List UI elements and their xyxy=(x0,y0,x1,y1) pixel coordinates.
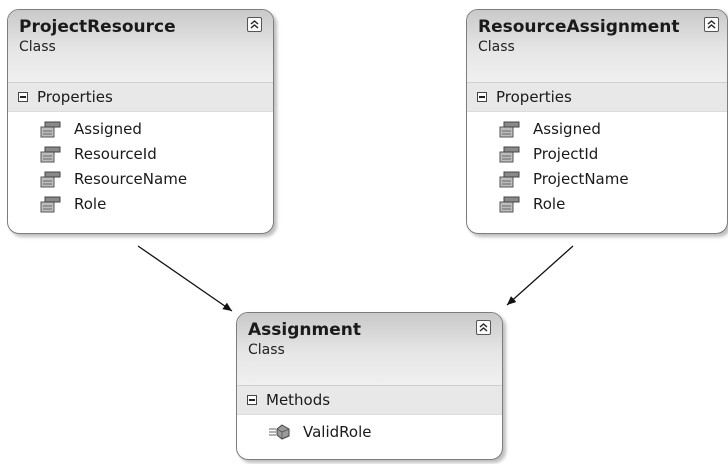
class-projectresource[interactable]: ProjectResource Class Properties Assigne… xyxy=(7,9,274,234)
section-label: Methods xyxy=(266,391,331,409)
class-assignment[interactable]: Assignment Class Methods ValidRole xyxy=(236,312,503,460)
arrow-projectresource-to-assignment xyxy=(137,245,233,312)
member-assigned[interactable]: Assigned xyxy=(8,116,273,141)
member-resourceid[interactable]: ResourceId xyxy=(8,141,273,166)
member-list: ValidRole xyxy=(237,415,502,444)
property-icon xyxy=(499,196,520,212)
member-label: Assigned xyxy=(533,119,601,138)
section-toggle-methods[interactable]: Methods xyxy=(237,385,502,415)
property-icon xyxy=(499,171,520,187)
member-projectid[interactable]: ProjectId xyxy=(467,141,727,166)
member-label: Role xyxy=(533,194,566,213)
class-header: ResourceAssignment Class xyxy=(467,10,727,82)
collapse-minus-icon[interactable] xyxy=(247,395,257,405)
collapse-chevrons-icon[interactable] xyxy=(247,17,262,32)
class-kind: Class xyxy=(19,39,56,55)
collapse-chevrons-icon[interactable] xyxy=(476,320,491,335)
class-kind: Class xyxy=(248,342,285,358)
member-label: ResourceName xyxy=(74,169,188,188)
section-toggle-properties[interactable]: Properties xyxy=(8,82,273,112)
class-resourceassignment[interactable]: ResourceAssignment Class Properties Assi… xyxy=(466,9,728,234)
member-role[interactable]: Role xyxy=(467,191,727,216)
member-list: Assigned ProjectId ProjectName xyxy=(467,112,727,216)
class-kind: Class xyxy=(478,39,515,55)
class-header: ProjectResource Class xyxy=(8,10,273,82)
section-label: Properties xyxy=(496,88,572,106)
collapse-chevrons-icon[interactable] xyxy=(704,17,719,32)
member-label: ProjectName xyxy=(533,169,629,188)
member-projectname[interactable]: ProjectName xyxy=(467,166,727,191)
property-icon xyxy=(499,146,520,162)
member-label: ResourceId xyxy=(74,144,157,163)
section-toggle-properties[interactable]: Properties xyxy=(467,82,727,112)
class-name: ProjectResource xyxy=(19,17,176,37)
member-assigned[interactable]: Assigned xyxy=(467,116,727,141)
member-label: ProjectId xyxy=(533,144,599,163)
member-validrole[interactable]: ValidRole xyxy=(237,419,502,444)
property-icon xyxy=(40,121,61,137)
member-list: Assigned ResourceId ResourceName xyxy=(8,112,273,216)
property-icon xyxy=(499,121,520,137)
class-name: Assignment xyxy=(248,320,361,340)
property-icon xyxy=(40,146,61,162)
member-role[interactable]: Role xyxy=(8,191,273,216)
member-label: Role xyxy=(74,194,107,213)
method-icon xyxy=(269,423,290,440)
member-resourcename[interactable]: ResourceName xyxy=(8,166,273,191)
arrow-resourceassignment-to-assignment xyxy=(506,245,574,306)
collapse-minus-icon[interactable] xyxy=(18,92,28,102)
collapse-minus-icon[interactable] xyxy=(477,92,487,102)
property-icon xyxy=(40,171,61,187)
class-name: ResourceAssignment xyxy=(478,17,680,37)
member-label: ValidRole xyxy=(303,422,372,441)
class-header: Assignment Class xyxy=(237,313,502,385)
property-icon xyxy=(40,196,61,212)
member-label: Assigned xyxy=(74,119,142,138)
section-label: Properties xyxy=(37,88,113,106)
